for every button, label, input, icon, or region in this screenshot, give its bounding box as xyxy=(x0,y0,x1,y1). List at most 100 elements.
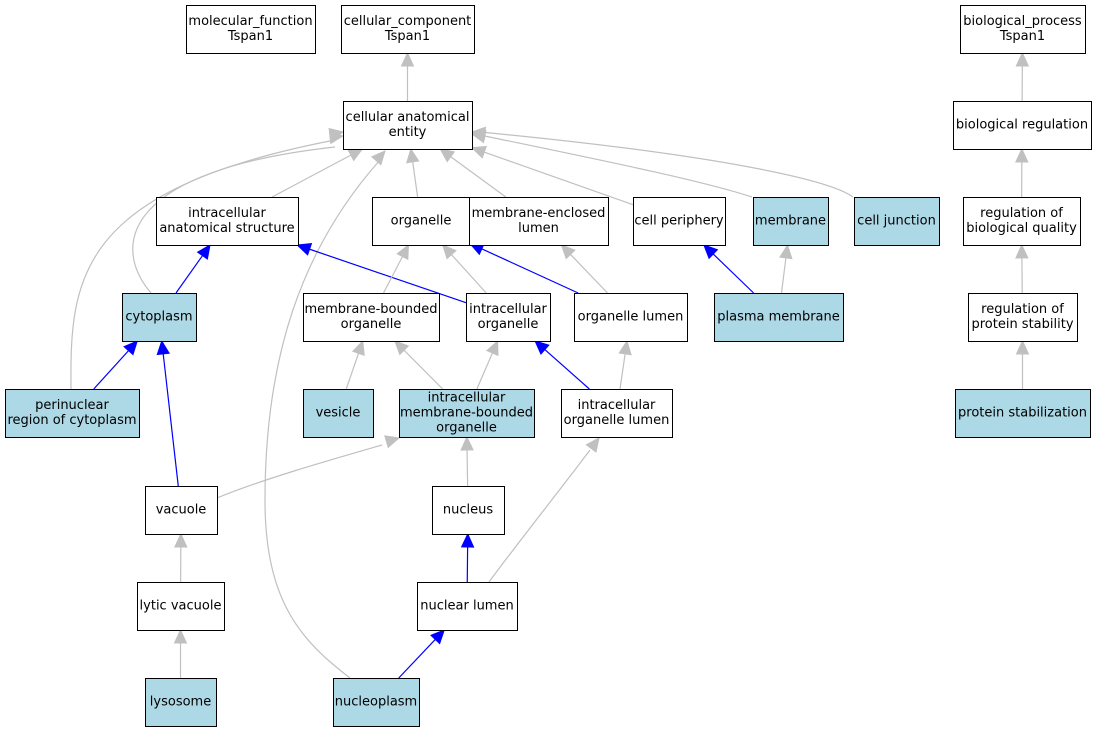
edge-line xyxy=(712,252,755,294)
edge-ves-to-mbo xyxy=(345,339,365,390)
edge-line xyxy=(216,444,383,499)
node-label-line: biological regulation xyxy=(956,118,1088,133)
edge-line xyxy=(476,351,494,390)
node-box xyxy=(466,293,551,342)
node-box xyxy=(753,197,829,246)
edge-arrowhead xyxy=(486,339,499,357)
go-term-node-nl: nuclear lumen xyxy=(417,582,518,631)
go-term-node-vac: vacuole xyxy=(145,486,218,535)
node-box xyxy=(5,389,140,438)
edge-line xyxy=(345,352,360,390)
node-label-line: membrane-bounded xyxy=(304,302,437,317)
edge-arrowhead xyxy=(460,435,474,451)
node-label-line: membrane-enclosed xyxy=(472,206,606,221)
edge-arrowhead xyxy=(370,150,386,166)
edge-cae-to-cc xyxy=(400,51,415,101)
go-term-node-lv: lytic vacuole xyxy=(137,582,225,631)
edge-line xyxy=(488,449,591,583)
edge-arrowhead xyxy=(347,148,364,162)
edge-arrowhead xyxy=(779,243,793,260)
node-label-line: cellular anatomical xyxy=(346,110,470,125)
edge-line xyxy=(162,352,179,487)
edge-line xyxy=(70,139,336,390)
edge-arrowhead xyxy=(351,339,365,356)
node-label-line: regulation of xyxy=(980,206,1063,221)
go-term-node-np: nucleoplasm xyxy=(333,678,420,727)
edge-arrowhead xyxy=(396,243,410,261)
go-term-node-cper: cell periphery xyxy=(633,197,726,246)
node-label-line: intracellular xyxy=(428,391,506,406)
edge-arrowhead xyxy=(1015,339,1030,355)
node-label-line: organelle lumen xyxy=(564,413,670,428)
edge-arrowhead xyxy=(703,244,719,260)
node-label-line: protein stabilization xyxy=(958,406,1087,421)
edge-arrowhead xyxy=(470,145,487,159)
edge-cper-to-cae xyxy=(470,145,634,206)
edge-breg-to-bp xyxy=(1015,51,1030,102)
edge-line xyxy=(569,253,608,294)
node-box xyxy=(303,293,440,342)
edge-arrowhead xyxy=(1015,147,1029,163)
node-box xyxy=(963,197,1081,246)
edge-line xyxy=(449,155,507,198)
node-box xyxy=(714,293,844,342)
go-term-node-ol: organelle lumen xyxy=(574,293,688,342)
edge-arrowhead xyxy=(439,148,456,163)
edge-line xyxy=(479,131,854,198)
edge-arrowhead xyxy=(394,340,410,356)
node-label-line: entity xyxy=(389,125,427,140)
edge-arrowhead xyxy=(470,126,487,141)
edge-line xyxy=(543,348,590,390)
node-label-line: cell periphery xyxy=(634,214,724,229)
edge-line xyxy=(479,134,753,198)
edge-arrowhead xyxy=(1015,243,1029,259)
go-term-node-cyto: cytoplasm xyxy=(122,293,197,342)
go-term-node-breg: biological regulation xyxy=(953,101,1092,150)
node-label-line: membrane-bounded xyxy=(400,406,533,421)
edge-mem-to-cae xyxy=(470,130,753,198)
edge-line xyxy=(483,151,634,206)
node-box xyxy=(333,678,420,727)
go-term-node-ves: vesicle xyxy=(303,389,374,438)
edge-arrowhead xyxy=(196,244,211,260)
node-label-line: lytic vacuole xyxy=(140,599,222,614)
node-label-line: nucleoplasm xyxy=(335,695,417,710)
node-box xyxy=(145,678,217,727)
go-term-node-pm: plasma membrane xyxy=(714,293,844,342)
edge-vac-to-imbo xyxy=(216,435,401,499)
edge-line xyxy=(382,255,404,294)
edge-arrowhead xyxy=(384,435,401,449)
edge-arrowhead xyxy=(296,242,313,256)
edge-arrowhead xyxy=(430,629,446,645)
edge-lv-to-vac xyxy=(174,532,188,583)
node-box xyxy=(341,5,475,54)
edge-np-to-cae xyxy=(264,150,386,679)
edge-mel-to-cae xyxy=(439,148,507,198)
edge-line xyxy=(780,256,787,294)
edge-nl-to-nuc xyxy=(460,532,475,583)
edge-cj-to-cae xyxy=(470,126,854,198)
edge-rps-to-rbq xyxy=(1015,243,1029,294)
edge-vac-to-cyto xyxy=(156,339,179,487)
edge-arrowhead xyxy=(460,532,475,548)
node-label-line: biological quality xyxy=(966,221,1077,236)
edge-iol-to-ol xyxy=(618,339,632,390)
edge-arrowhead xyxy=(585,437,600,453)
node-label-line: nuclear lumen xyxy=(420,599,513,614)
node-label-line: vacuole xyxy=(156,503,207,518)
node-label-line: lumen xyxy=(518,221,559,236)
go-term-node-org: organelle xyxy=(372,197,471,246)
node-label-line: regulation of xyxy=(981,302,1064,317)
node-box xyxy=(145,486,218,535)
edge-ias-to-cae xyxy=(271,148,364,198)
edge-line xyxy=(264,159,381,679)
node-label-line: organelle xyxy=(391,214,452,229)
edge-arrowhead xyxy=(400,51,415,67)
